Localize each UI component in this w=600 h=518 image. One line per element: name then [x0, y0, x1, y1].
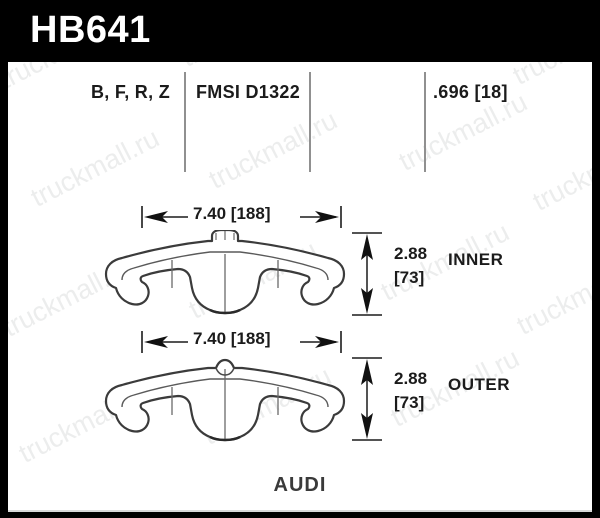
- brake-pad-shape-outer: [104, 358, 346, 442]
- page-title: HB641: [30, 9, 151, 51]
- height-inches-outer: 2.88: [394, 369, 428, 388]
- width-dimension-label-outer: 7.40 [188]: [193, 329, 271, 348]
- brake-pad-shape-inner: [104, 230, 346, 315]
- watermark-4: truckmall.ru: [26, 122, 164, 213]
- header-bar: HB641: [0, 0, 600, 61]
- fmsi-number: FMSI D1322: [196, 82, 301, 102]
- height-dimension-outer: 2.88 [73]: [348, 355, 427, 443]
- width-dimension-outer: 7.40 [188]: [8, 327, 592, 357]
- width-dimension-label-inner: 7.40 [188]: [193, 204, 271, 223]
- height-dimension-label-outer: 2.88 [73]: [394, 367, 427, 415]
- compound-codes: B, F, R, Z: [91, 82, 170, 102]
- pad-side-label-outer: OUTER: [448, 375, 510, 394]
- spec-divider-2: [309, 72, 311, 172]
- height-dimension-label-inner: 2.88 [73]: [394, 242, 427, 290]
- vehicle-label: AUDI: [273, 474, 327, 496]
- height-mm-inner: [73]: [394, 268, 425, 287]
- spec-divider-3: [424, 72, 426, 172]
- height-mm-outer: [73]: [394, 393, 425, 412]
- pad-side-label-inner: INNER: [448, 250, 504, 269]
- width-dimension-inner: 7.40 [188]: [8, 202, 592, 232]
- height-dimension-inner: 2.88 [73]: [348, 230, 427, 318]
- height-inches-inner: 2.88: [394, 244, 428, 263]
- sheet-bottom-rule: [8, 510, 592, 512]
- thickness-dimension: .696 [18]: [433, 82, 508, 102]
- spec-divider-1: [184, 72, 186, 172]
- watermark-1: truckmall.ru: [176, 62, 314, 74]
- spec-row: B, F, R, Z FMSI D1322 .696 [18]: [8, 82, 592, 120]
